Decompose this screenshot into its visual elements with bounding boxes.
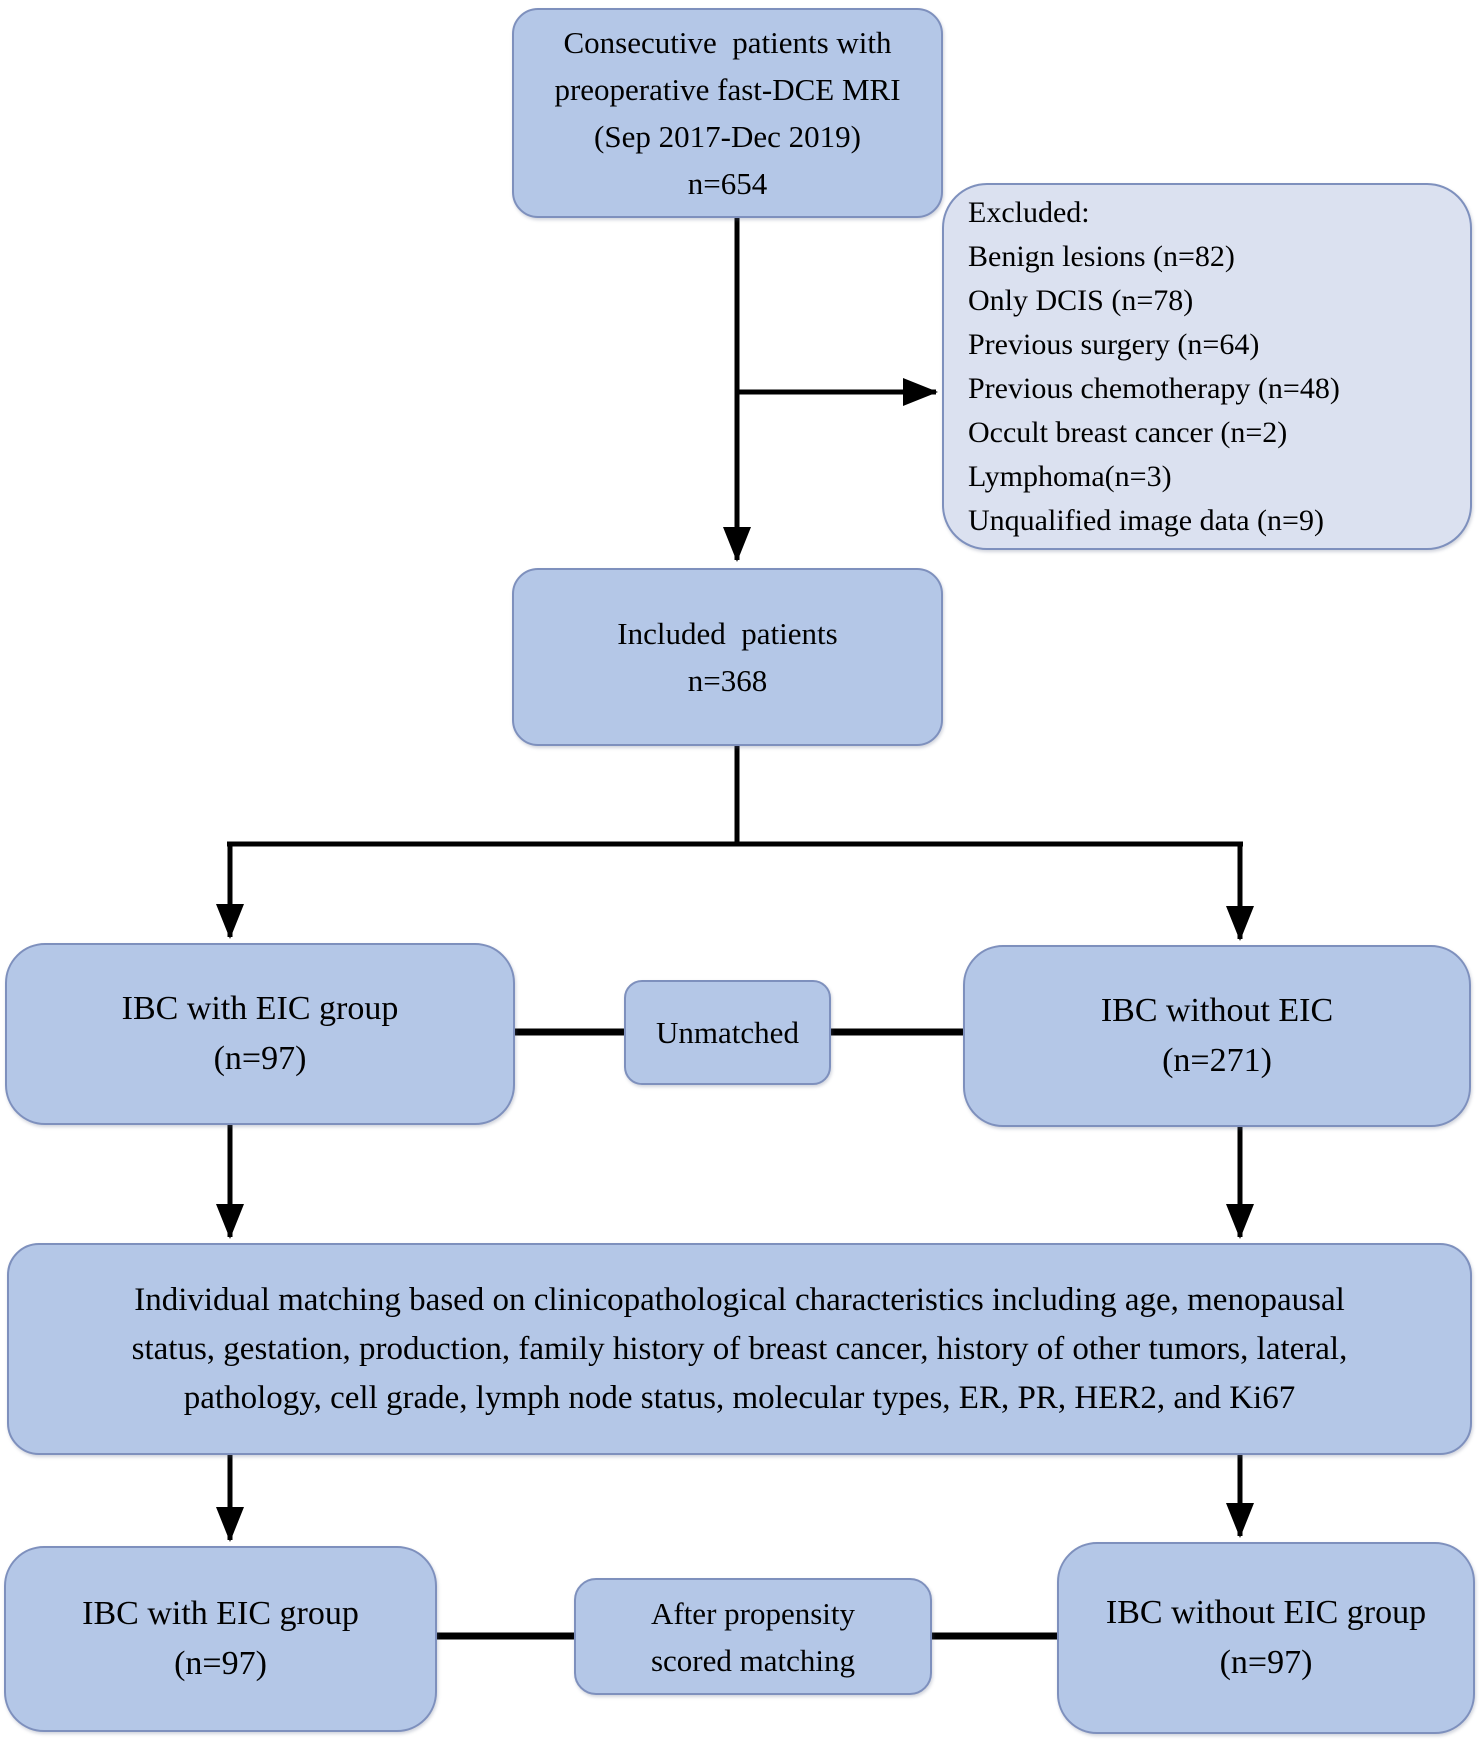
text-line: status, gestation, production, family hi…	[131, 1330, 1348, 1367]
text-line: (n=97)	[174, 1645, 267, 1682]
text-line: Previous surgery (n=64)	[968, 327, 1260, 361]
text-line: IBC with EIC group	[82, 1595, 359, 1632]
text-line: After propensity	[650, 1595, 856, 1631]
box-included-patients: Included patients n=368	[512, 568, 943, 746]
box-after-propensity: After propensity scored matching	[574, 1578, 932, 1695]
box-ibc-with-eic-matched: IBC with EIC group (n=97)	[4, 1546, 437, 1732]
text-line: n=368	[687, 663, 768, 698]
box-consecutive-patients: Consecutive patients with preoperative f…	[512, 8, 943, 218]
text-line: (Sep 2017-Dec 2019)	[594, 119, 861, 154]
text-line: Included patients	[617, 616, 838, 651]
text-line: IBC with EIC group	[121, 990, 399, 1027]
text-line: scored matching	[650, 1642, 855, 1678]
text-line: n=654	[687, 166, 768, 201]
text-line: Previous chemotherapy (n=48)	[968, 371, 1340, 405]
box-unmatched: Unmatched	[624, 980, 831, 1085]
text-line: Benign lesions (n=82)	[968, 239, 1235, 273]
box-excluded: Excluded: Benign lesions (n=82) Only DCI…	[942, 183, 1472, 550]
box-ibc-without-eic-matched: IBC without EIC group (n=97)	[1057, 1542, 1475, 1734]
text-line: Excluded:	[968, 195, 1090, 229]
text-line: IBC without EIC	[1100, 992, 1334, 1029]
box-ibc-without-eic: IBC without EIC (n=271)	[963, 945, 1471, 1127]
text-line: (n=97)	[213, 1040, 307, 1077]
text-line: IBC without EIC group	[1105, 1594, 1427, 1631]
box-ibc-with-eic: IBC with EIC group (n=97)	[5, 943, 515, 1125]
text-line: (n=97)	[1219, 1644, 1313, 1681]
box-individual-matching: Individual matching based on clinicopath…	[7, 1243, 1472, 1455]
text-line: (n=271)	[1162, 1042, 1272, 1079]
text-line: Unqualified image data (n=9)	[968, 503, 1324, 537]
text-line: Consecutive patients with	[563, 25, 892, 60]
text-line: pathology, cell grade, lymph node status…	[183, 1379, 1296, 1416]
text-line: Occult breast cancer (n=2)	[968, 415, 1288, 449]
text-line: Individual matching based on clinicopath…	[134, 1281, 1345, 1318]
text-line: Only DCIS (n=78)	[968, 283, 1194, 317]
text-line: Unmatched	[656, 1015, 799, 1050]
text-line: Lymphoma(n=3)	[968, 459, 1172, 493]
text-line: preoperative fast-DCE MRI	[554, 72, 901, 107]
